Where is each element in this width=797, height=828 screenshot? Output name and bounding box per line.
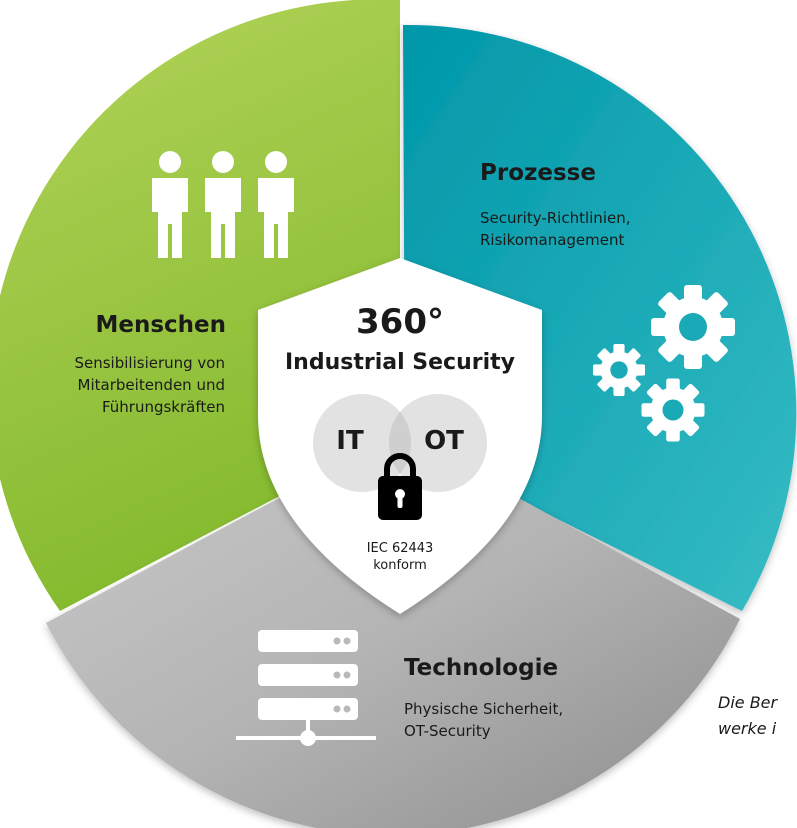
lock-icon bbox=[378, 453, 422, 520]
menschen-desc-line: Mitarbeitenden und bbox=[77, 376, 225, 394]
menschen-desc-line: Sensibilisierung von bbox=[74, 354, 225, 372]
gears-icon bbox=[0, 0, 735, 442]
caption-text: Die Ber werke i bbox=[718, 690, 797, 750]
menschen-title: Menschen bbox=[95, 312, 226, 338]
prozesse-desc-line: Security-Richtlinien, bbox=[480, 209, 631, 227]
prozesse-title: Prozesse bbox=[480, 160, 596, 186]
technologie-desc-line: OT-Security bbox=[404, 722, 491, 740]
caption-line: Die Ber bbox=[718, 693, 778, 712]
center-title: Industrial Security bbox=[284, 350, 516, 375]
prozesse-description: Security-Richtlinien, Risikomanagement bbox=[480, 207, 740, 251]
technologie-desc-line: Physische Sicherheit, bbox=[404, 700, 564, 718]
technologie-description: Physische Sicherheit, OT-Security bbox=[404, 698, 644, 742]
people-icon bbox=[152, 151, 294, 258]
it-label: IT bbox=[336, 426, 364, 456]
iec-standard-label: IEC 62443 bbox=[366, 541, 434, 556]
prozesse-desc-line: Risikomanagement bbox=[480, 231, 625, 249]
caption-line: werke i bbox=[718, 719, 777, 738]
server-icon bbox=[236, 630, 376, 746]
ot-label: OT bbox=[424, 426, 464, 456]
menschen-description: Sensibilisierung von Mitarbeitenden und … bbox=[20, 352, 225, 418]
center-degree: 360° bbox=[356, 302, 444, 342]
technologie-title: Technologie bbox=[404, 655, 559, 681]
iec-conform-label: konform bbox=[373, 558, 427, 573]
segment-technologie bbox=[46, 433, 740, 828]
menschen-desc-line: Führungskräften bbox=[101, 398, 225, 416]
